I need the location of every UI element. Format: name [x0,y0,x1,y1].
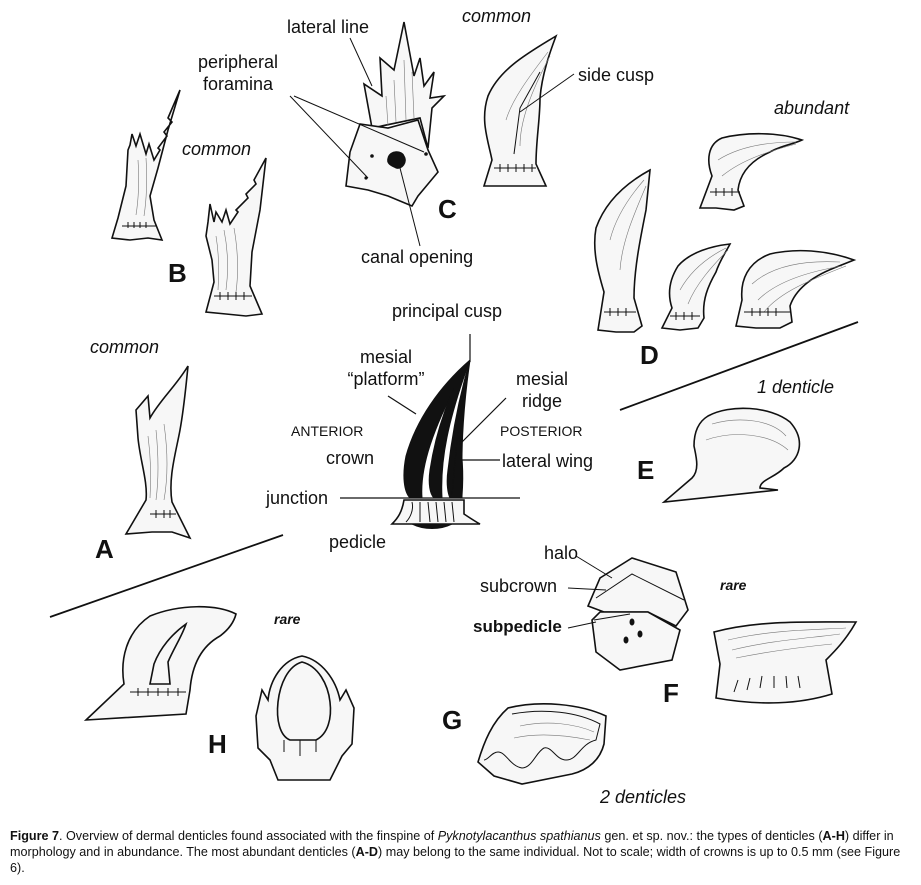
label-subpedicle: subpedicle [473,617,562,636]
panel-letter-f: F [663,678,679,708]
denticle-f-side [713,621,858,704]
label-peripheral-foramina: peripheral foramina [197,52,279,94]
denticle-c-crown [345,21,447,208]
annotation-leaders [289,37,575,247]
denticle-f-top [567,555,689,671]
divider-line-left [49,534,284,618]
abundance-label-b: common [182,139,252,159]
denticle-h-top [255,655,355,781]
denticle-h-side [83,605,237,721]
label-mesial-platform: mesial “platform” [347,347,425,389]
denticle-d-2 [593,168,651,333]
figure-caption: Figure 7. Overview of dermal denticles f… [10,828,912,876]
count-label-two: 2 denticles [600,787,687,807]
caption-text-3: ) differ in morphology and in abundance.… [10,829,894,859]
count-label-one: 1 denticle [757,377,835,397]
panel-letter-d: D [640,340,659,370]
label-halo: halo [544,543,579,563]
denticle-a [124,365,192,540]
label-crown: crown [326,448,375,468]
abundance-label-f: rare [720,577,747,593]
label-lateral-line: lateral line [287,17,370,37]
caption-species: Pyknotylacanthus spathianus [437,829,601,843]
abundance-label-d: abundant [774,98,850,118]
label-side-cusp: side cusp [578,65,655,85]
label-posterior: POSTERIOR [500,423,583,439]
panel-letter-a: A [95,534,114,564]
denticle-d-3 [660,243,732,331]
panel-letter-e: E [637,455,655,485]
abundance-label-a: common [90,337,160,357]
panel-letter-h: H [208,729,227,759]
caption-figure-label: Figure 7 [10,829,59,843]
denticle-e [661,407,801,504]
caption-text-2: gen. et sp. nov.: the types of denticles… [600,829,823,843]
label-canal-opening: canal opening [361,247,474,267]
caption-text-1: . Overview of dermal denticles found ass… [59,829,438,843]
label-lateral-wing: lateral wing [502,451,594,471]
label-principal-cusp: principal cusp [392,301,503,321]
label-subcrown: subcrown [480,576,558,596]
denticle-b-1 [110,89,181,241]
label-pedicle: pedicle [329,532,387,552]
caption-range-2: A-D [355,845,379,859]
panel-letter-b: B [168,258,187,288]
denticle-b-2 [204,157,267,317]
panel-letter-c: C [438,194,457,224]
caption-range-1: A-H [822,829,845,843]
figure-7: common common common abundant rare rare … [49,6,859,807]
divider-line-right [619,321,859,411]
denticle-c-side-view [482,34,558,187]
label-anterior: ANTERIOR [291,423,364,439]
label-mesial-ridge: mesial ridge [515,369,568,411]
caption-text-4: ) may belong to the same individual. Not… [10,845,901,875]
abundance-label-c: common [462,6,532,26]
denticle-illustrations [49,21,859,785]
denticle-d-1 [698,132,805,211]
denticle-d-4 [735,249,857,329]
schematic-denticle [340,334,520,529]
label-junction: junction [266,488,329,508]
denticle-g [477,703,607,785]
panel-letter-g: G [442,705,463,735]
abundance-label-h: rare [274,611,301,627]
